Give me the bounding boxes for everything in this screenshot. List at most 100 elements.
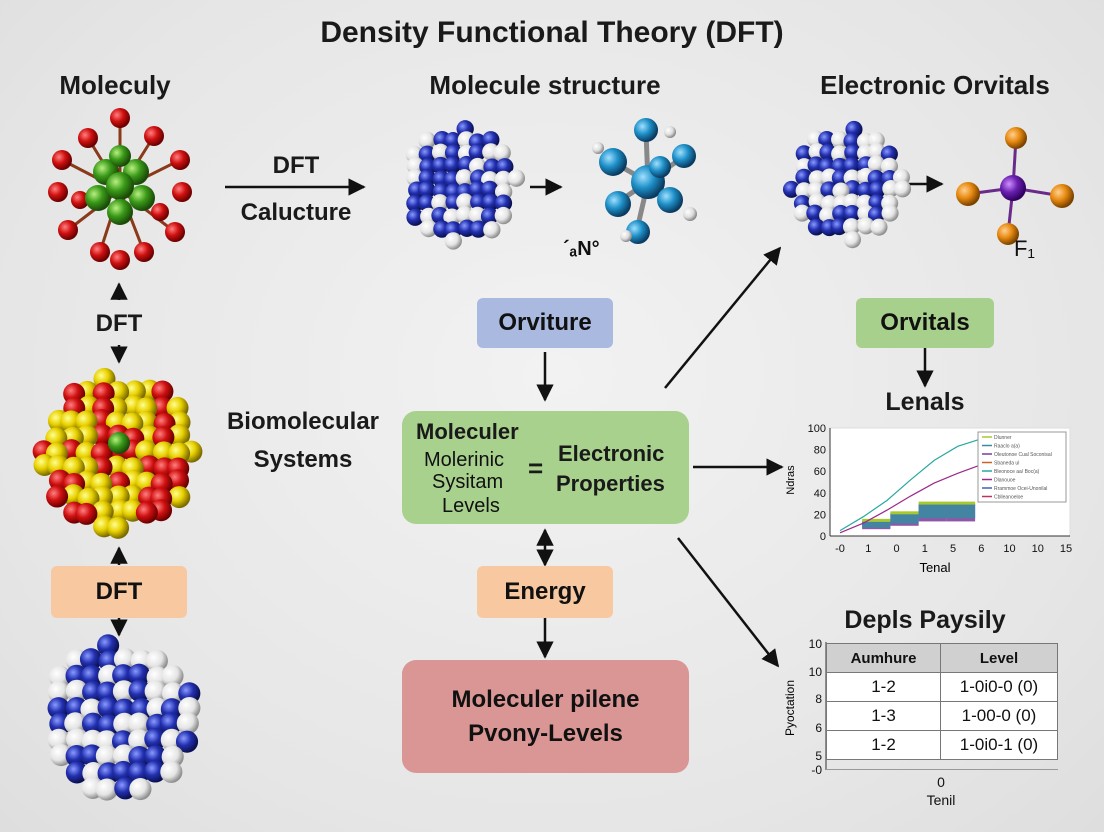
- depls-table: Aumhure Level 1-2 1-0i0-0 (0) 1-3 1-00-0 (0…: [826, 643, 1058, 760]
- heading-moleculy: Moleculy: [59, 70, 171, 100]
- center-box-title: Moleculer: [416, 419, 519, 444]
- red-green-molecule-image: [48, 108, 192, 270]
- table-xlabel: Tenil: [926, 792, 956, 808]
- chart-legend-label: Rrammoe Ocei-Unonilal: [994, 486, 1047, 492]
- chart-x-tick-label: 10: [1003, 543, 1015, 555]
- arrow-center-to-table: [677, 537, 780, 668]
- table-row: 1-3 1-00-0 (0): [827, 702, 1057, 731]
- table-ylabel: Pyoctation: [783, 680, 797, 736]
- bottom-box-line2: Pvony-Levels: [468, 719, 623, 747]
- table-y-tick-label: 6: [815, 721, 822, 735]
- chart-x-tick-label: 10: [1032, 543, 1044, 555]
- chart-legend-label: Dlunner: [994, 435, 1012, 441]
- chart-y-tick-label: 80: [814, 445, 826, 457]
- table-cell: 1-2: [827, 673, 941, 701]
- chart-legend-label: Raaclo a(a): [994, 444, 1020, 450]
- chart-bar-cap: [862, 518, 891, 522]
- fluoride-molecule-image: [956, 127, 1074, 245]
- chart-x-tick-label: -0: [835, 543, 845, 555]
- dft-box-label: DFT: [95, 578, 143, 605]
- arrow-label-dft: DFT: [272, 152, 320, 179]
- chart-legend-label: Cblleanoeloe: [994, 495, 1023, 501]
- table-row: 1-2 1-0i0-0 (0): [827, 673, 1057, 702]
- table-row: 1-2 1-0i0-1 (0): [827, 731, 1057, 759]
- orviture-box: Orviture: [477, 298, 613, 348]
- table-x-axis: [826, 769, 1058, 770]
- table-cell: 1-2: [827, 731, 941, 759]
- biomolecular-line2: Systems: [253, 446, 353, 473]
- chart-legend-label: Dlanouoe: [994, 478, 1016, 484]
- heading-molecule-structure: Molecule structure: [429, 70, 661, 100]
- table-x-tick: 0: [937, 774, 945, 790]
- table-y-tick-label: 10: [809, 665, 823, 679]
- table-header-cell: Level: [979, 649, 1019, 667]
- chart-bar-top: [946, 503, 976, 519]
- dft-box: DFT: [51, 566, 187, 618]
- chart-bar-top: [862, 520, 891, 528]
- label-dft-left: DFT: [95, 310, 143, 337]
- center-box-right2: Properties: [556, 471, 665, 496]
- chart-xlabel: Tenal: [919, 560, 950, 575]
- chart-series-line: [839, 438, 982, 532]
- chart-bar-cap: [890, 511, 919, 515]
- table-title: Depls Paysily: [844, 606, 1006, 634]
- orvitals-label: Orvitals: [880, 309, 970, 336]
- center-box-sub3: Levels: [442, 495, 500, 517]
- chart-ylabel: Ndras: [785, 465, 797, 495]
- chart-bar-top: [890, 513, 919, 524]
- table-cell: 1-00-0 (0): [961, 706, 1037, 725]
- chart-y-tick-label: 0: [820, 531, 826, 543]
- chart-x-tick-label: 1: [922, 543, 928, 555]
- biomolecular-line1: Biomolecular: [226, 408, 380, 435]
- chart-legend-box: [977, 431, 1067, 503]
- orvitals-box: Orvitals: [856, 298, 994, 348]
- blue-white-cluster-right-image: [782, 120, 912, 249]
- chart-title: Lenals: [885, 388, 965, 416]
- chart-x-tick-label: 15: [1060, 543, 1072, 555]
- chart-x-tick-label: 5: [950, 543, 956, 555]
- table-cell: 1-3: [827, 702, 941, 730]
- chart-bar-cap: [946, 501, 976, 505]
- arrow-center-to-orbitals: [664, 246, 782, 389]
- center-box-equals: =: [528, 453, 544, 483]
- chart-x-tick-label: 1: [865, 543, 871, 555]
- electronic-properties-box: Moleculer Molerinic Sysitam Levels = Ele…: [402, 411, 689, 524]
- orviture-label: Orviture: [498, 309, 592, 336]
- chart-series-line: [839, 464, 982, 534]
- chart-y-tick-label: 40: [814, 488, 826, 500]
- chart-y-tick-label: 100: [808, 423, 826, 435]
- chart-x-tick-label: 0: [893, 543, 899, 555]
- table-header-cell: Aumhure: [827, 644, 941, 672]
- table-header-row: Aumhure Level: [827, 644, 1057, 673]
- blue-white-cluster-bottom-image: [47, 634, 201, 801]
- center-box-sub1: Molerinic: [424, 449, 505, 471]
- diagram-title: Density Functional Theory (DFT): [320, 16, 784, 49]
- table-y-tick-label: -0: [811, 763, 822, 777]
- chart-legend-label: Oleutonoe Cual Soconisal: [994, 452, 1052, 458]
- table-y-tick-label: 10: [809, 637, 823, 651]
- center-box-right1: Electronic: [558, 441, 665, 466]
- energy-label: Energy: [504, 578, 586, 605]
- bottom-box-line1: Moleculer pilene: [451, 685, 640, 713]
- moleculer-pilene-box: Moleculer pilene Pvony-Levels: [402, 660, 689, 773]
- table-cell: 1-0i0-0 (0): [959, 677, 1039, 696]
- table-y-tick-label: 8: [815, 692, 822, 706]
- center-box-sub2: Sysitam: [432, 471, 504, 493]
- chart-legend-label: Sbaneda ul: [994, 461, 1019, 467]
- table-y-tick-label: 5: [815, 749, 822, 763]
- fluorine-label: F₁: [1014, 236, 1035, 261]
- heading-electronic-orvitals: Electronic Orvitals: [820, 70, 1050, 100]
- blue-molecule-image: [592, 118, 697, 244]
- chart-x-tick-label: 6: [978, 543, 984, 555]
- molecule-atom-label: ´ₐN°: [563, 238, 600, 260]
- table-cell: 1-0i0-1 (0): [959, 735, 1039, 754]
- energy-box: Energy: [477, 566, 613, 618]
- chart-y-tick-label: 60: [814, 466, 826, 478]
- arrow-label-calucture: Calucture: [240, 199, 352, 226]
- chart-bar-cap: [918, 501, 947, 505]
- yellow-red-cluster-image: [32, 367, 203, 539]
- chart-legend-label: Bleonoce aa/ Boc(a): [994, 469, 1040, 475]
